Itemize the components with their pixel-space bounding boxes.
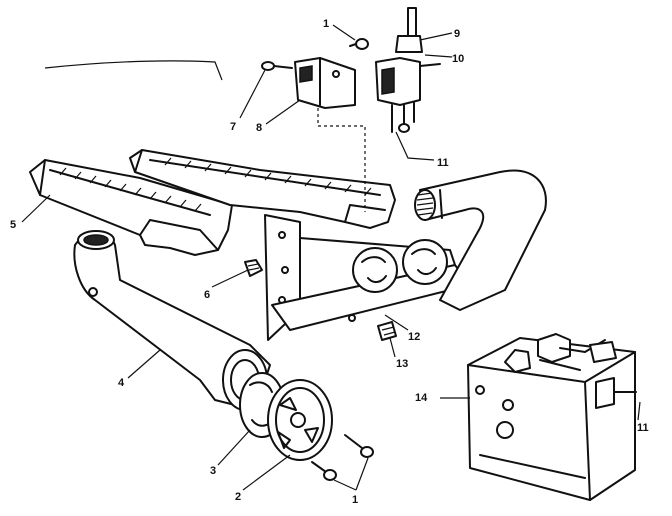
- scan-artifact-line: [44, 60, 223, 81]
- callout-4: 4: [118, 377, 125, 389]
- screw-6: [244, 259, 263, 277]
- callout-6: 6: [204, 289, 210, 301]
- callout-1-bottom: 1: [352, 494, 358, 506]
- screw-7: [261, 61, 293, 71]
- callout-1-top: 1: [323, 18, 329, 30]
- callout-3: 3: [210, 465, 216, 477]
- callout-2: 2: [235, 491, 241, 503]
- venturi-tube-left: [73, 230, 271, 411]
- leader-lines: [21, 24, 641, 491]
- callout-11-pilot: 11: [437, 157, 449, 169]
- screw-bottom-upper: [344, 434, 374, 458]
- callout-8: 8: [256, 122, 262, 134]
- callout-13: 13: [396, 358, 408, 370]
- callout-12: 12: [408, 331, 420, 343]
- pilot-assembly: [375, 7, 441, 133]
- screw-bottom-lower: [311, 461, 337, 481]
- callout-14: 14: [415, 392, 428, 404]
- frame-hole: [348, 314, 356, 322]
- air-shutter-right-pair: [352, 239, 448, 293]
- callout-5: 5: [10, 219, 16, 231]
- pilot-bracket: [294, 57, 356, 109]
- gas-control-valve: [467, 333, 637, 501]
- screw-13: [377, 321, 397, 341]
- screw-top: [349, 38, 369, 50]
- air-shutter-disc: [267, 379, 333, 461]
- callout-labels: 1 9 10 7 8 11 5 6 12 13 4 14 11 3 2 1: [10, 18, 649, 506]
- callout-11-valve: 11: [637, 422, 649, 434]
- callout-7: 7: [230, 121, 236, 133]
- alignment-dashed-line: [317, 108, 366, 212]
- callout-10: 10: [452, 53, 464, 65]
- callout-9: 9: [454, 28, 460, 40]
- venturi-tube-right: [414, 169, 547, 311]
- burner-right: [129, 149, 396, 229]
- burner-left: [29, 159, 233, 256]
